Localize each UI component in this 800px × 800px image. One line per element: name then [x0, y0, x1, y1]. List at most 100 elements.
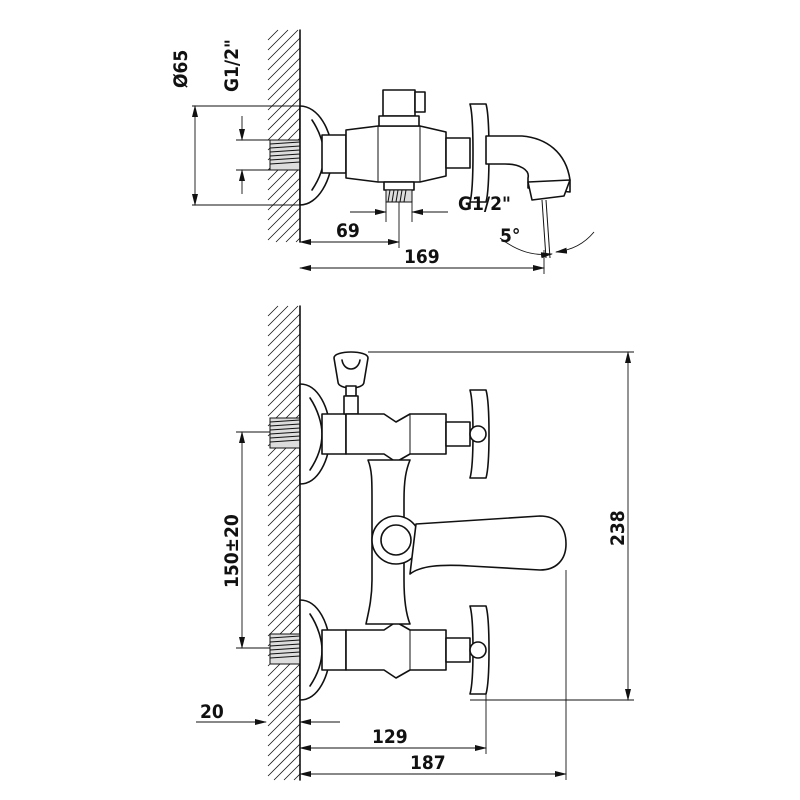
wall-hatch-line — [267, 37, 301, 71]
dimension-20: 20 — [196, 700, 340, 728]
wall-hatch-line — [267, 167, 301, 201]
wall-hatch-line — [273, 753, 301, 781]
thread-line — [395, 189, 399, 203]
thread-line — [269, 145, 301, 149]
wall-hatch-line — [267, 29, 279, 41]
dimension-diameter: Ø65 — [170, 50, 300, 206]
thread-line — [269, 647, 301, 651]
wall-hatch-line — [267, 67, 301, 101]
wall-hatch-line — [267, 77, 301, 111]
thread-line — [269, 431, 301, 435]
label-dim-187: 187 — [410, 752, 446, 774]
wall-hatch-line — [267, 353, 301, 387]
thread-line — [403, 189, 407, 203]
dimension-129: 129 — [299, 694, 487, 754]
wall-hatch-line — [267, 313, 301, 347]
wall-hatch-line — [267, 513, 301, 547]
wall-hatch-line — [267, 573, 301, 607]
thread-line — [269, 435, 301, 439]
label-dim-69: 69 — [336, 220, 360, 242]
wall-hatch-line — [267, 483, 301, 517]
wall-hatch-line — [267, 305, 289, 327]
wall-hatch-line — [267, 443, 301, 477]
thread-line — [399, 189, 403, 203]
wall-hatch-line — [267, 383, 301, 417]
label-thread-outlet: G1/2" — [458, 193, 511, 215]
handle-upper — [469, 389, 490, 479]
thread-line — [269, 149, 301, 153]
wall-hatch-line — [267, 733, 301, 767]
wall-hatch-line — [267, 743, 301, 777]
dimension-187: 187 — [299, 570, 567, 780]
thread-line — [269, 439, 301, 443]
wall-hatch-line — [267, 107, 301, 141]
label-dim-spacing: 150±20 — [221, 514, 243, 588]
handle-lower — [469, 605, 490, 695]
wall-hatch-line — [267, 97, 301, 131]
label-angle: 5° — [500, 225, 520, 247]
thread-line — [269, 643, 301, 647]
wall-hatch-line — [267, 453, 301, 487]
inlet-thread-lower — [269, 633, 301, 665]
thread-line — [269, 639, 301, 643]
wall-hatch-line — [267, 207, 301, 241]
thread-line — [269, 423, 301, 427]
shower-outlet-top — [383, 181, 415, 203]
wall-hatch-line — [267, 363, 301, 397]
wall-hatch-line — [267, 593, 301, 627]
thread-line — [391, 189, 395, 203]
thread-line — [269, 427, 301, 431]
wall-hatch-line — [267, 713, 301, 747]
spout-front — [409, 515, 567, 575]
label-thread-inlet: G1/2" — [221, 39, 243, 92]
shower-holder — [333, 351, 369, 415]
wall-hatch-line — [285, 227, 301, 243]
wall-hatch-line — [267, 29, 289, 51]
wall-hatch-line — [267, 543, 301, 577]
wall-hatch-line — [267, 583, 301, 617]
wall-hatch-line — [267, 503, 301, 537]
body-top — [345, 125, 447, 183]
dimension-thread-outlet: G1/2" — [350, 193, 511, 222]
wall-hatch-line — [267, 323, 301, 357]
thread-line — [269, 157, 301, 161]
wall-hatch-line — [267, 373, 301, 407]
label-dim-height: 238 — [607, 510, 629, 546]
label-dim-20: 20 — [200, 701, 224, 723]
label-dim-129: 129 — [372, 726, 408, 748]
wall-hatch-line — [267, 305, 299, 337]
wall-hatch-line — [267, 493, 301, 527]
wall-hatch-line — [267, 683, 301, 717]
thread-line — [269, 141, 301, 145]
thread-line — [269, 419, 301, 423]
dimension-angle: 5° — [499, 225, 595, 259]
wall-hatch-line — [267, 663, 301, 697]
thread-line — [269, 655, 301, 659]
dimension-thread-inlet: G1/2" — [221, 39, 270, 194]
wall-hatch-line — [267, 723, 301, 757]
handle-top — [469, 103, 490, 203]
dimension-spacing: 150±20 — [221, 431, 270, 649]
dimension-69: 69 — [299, 202, 400, 248]
wall-hatch-line — [267, 57, 301, 91]
thread-line — [269, 635, 301, 639]
thread-line — [269, 153, 301, 157]
front-view: 238 150±20 20 129 187 — [196, 305, 634, 781]
wall-hatch-line — [267, 533, 301, 567]
wall-hatch-line — [267, 187, 301, 221]
wall-hatch-line — [267, 87, 301, 121]
top-view: Ø65 G1/2" G1/2" 69 169 — [170, 29, 595, 274]
wall-hatch-line — [267, 553, 301, 587]
wall-hatch-line — [267, 47, 301, 81]
wall-hatch-line — [267, 305, 279, 317]
wall-top — [267, 29, 301, 243]
body-lower — [345, 621, 447, 679]
wall-hatch-line — [267, 603, 301, 637]
wall-front — [267, 305, 301, 781]
wall-hatch-line — [267, 693, 301, 727]
wall-hatch-line — [267, 473, 301, 507]
eccentric-top — [321, 134, 347, 174]
body-upper — [345, 413, 447, 463]
thread-line — [387, 189, 391, 203]
inlet-thread-top — [269, 139, 301, 171]
